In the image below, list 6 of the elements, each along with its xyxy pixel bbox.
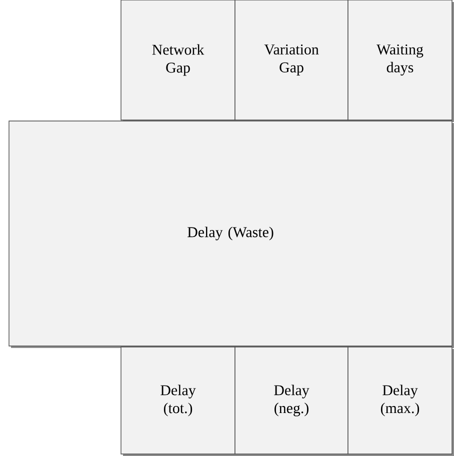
process-box: Delay (max.) [348,346,454,456]
process-box: Delay (tot.) [120,346,237,456]
process-box: Delay (neg.) [234,346,350,456]
process-box: Network Gap [120,0,237,122]
process-box: Variation Gap [234,0,350,122]
process-box: Waiting days [348,0,454,122]
